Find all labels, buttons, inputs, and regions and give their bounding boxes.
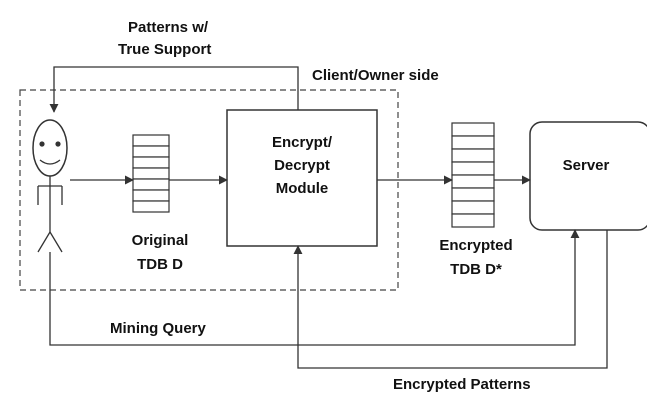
original-tdb-stack (132, 134, 170, 213)
label-patterns-line1: Patterns w/ (128, 19, 209, 36)
server-box (529, 121, 647, 231)
label-original-line1: Original (132, 232, 189, 249)
label-mining-query: Mining Query (110, 320, 206, 337)
label-encrypted-line2: TDB D* (450, 261, 502, 278)
label-module-line2: Decrypt (274, 157, 330, 174)
label-original-line2: TDB D (137, 256, 183, 273)
label-server: Server (563, 157, 610, 174)
arrow-encrypted-patterns (293, 230, 608, 369)
encrypted-tdb-stack (451, 122, 495, 228)
label-client-owner-side: Client/Owner side (312, 67, 439, 84)
client-owner-boundary (19, 89, 399, 291)
encrypt-decrypt-module (226, 109, 378, 247)
label-module-line1: Encrypt/ (272, 134, 333, 151)
label-encrypted-line1: Encrypted (439, 237, 512, 254)
arrow-mining-query (49, 229, 580, 346)
label-patterns-line2: True Support (118, 41, 211, 58)
label-encrypted-patterns: Encrypted Patterns (393, 376, 531, 393)
arrow-patterns-true-support (49, 66, 299, 113)
stick-figure-icon (32, 119, 68, 253)
label-module-line3: Module (276, 180, 329, 197)
